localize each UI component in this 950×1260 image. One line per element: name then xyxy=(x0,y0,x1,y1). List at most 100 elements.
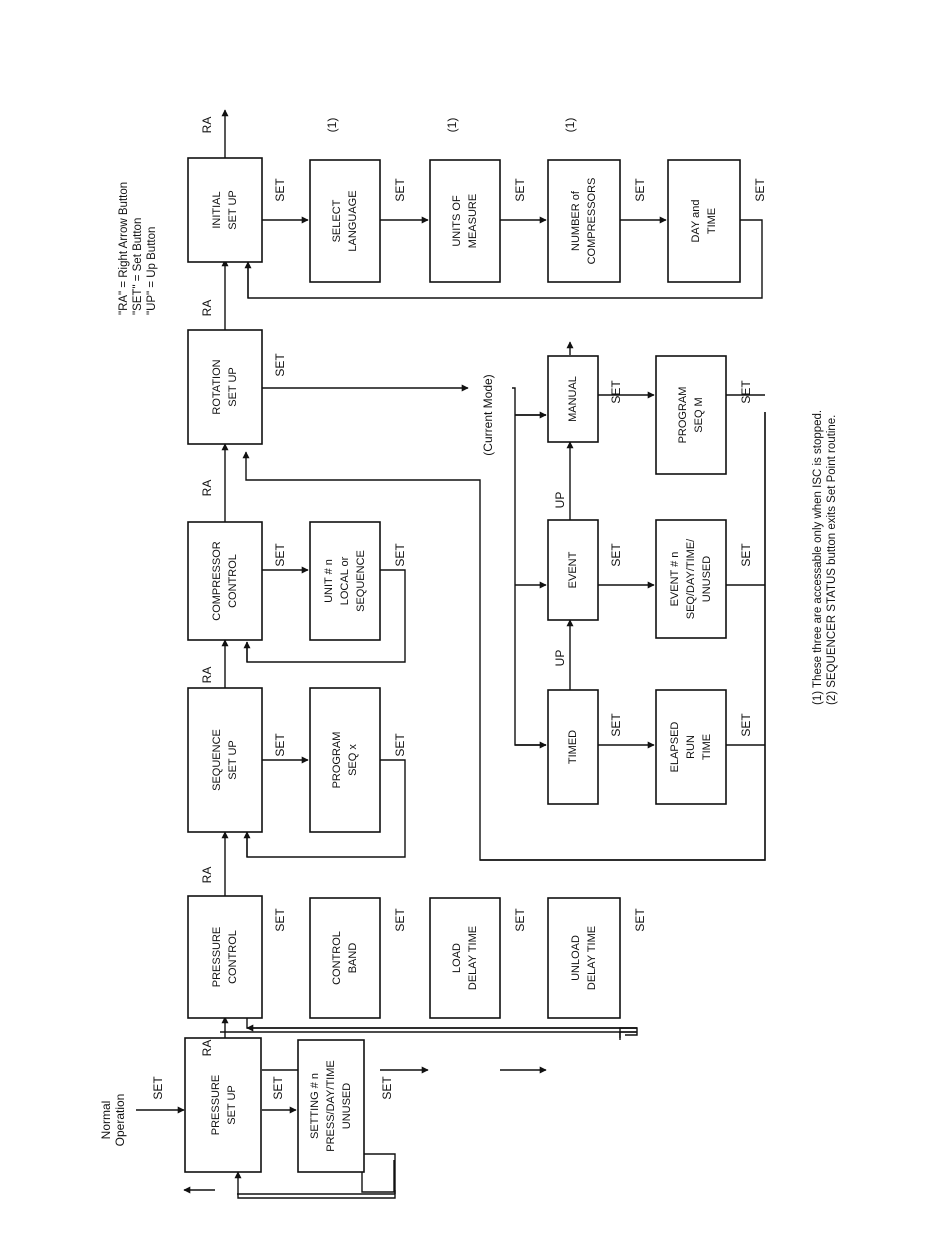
edge-setting-loop-a xyxy=(361,1160,395,1193)
box-program-seq-m: PROGRAM SEQ M xyxy=(655,355,727,475)
label-set-unit: SET xyxy=(393,543,407,567)
box-select-language-line2: LANGUAGE xyxy=(347,190,359,251)
box-unit-n: UNIT # n LOCAL or SEQUENCE xyxy=(309,521,381,641)
box-control-band-line1: CONTROL xyxy=(331,931,343,985)
box-elapsed-line1: ELAPSED xyxy=(669,722,681,773)
box-elapsed-line2: RUN xyxy=(685,735,697,759)
label-set-number: SET xyxy=(633,178,647,202)
box-initial-setup-line1: INITIAL xyxy=(211,191,223,228)
box-event-n-line3: UNUSED xyxy=(701,556,713,603)
label-set-event: SET xyxy=(609,543,623,567)
box-sequence-setup: SEQUENCE SET UP xyxy=(187,687,263,833)
rotated-diagram: PRESSURE SET UP SETTING # n PRESS/DAY/TI… xyxy=(99,109,838,1199)
label-set-elapsed: SET xyxy=(739,713,753,737)
box-load-delay: LOAD DELAY TIME xyxy=(429,897,501,1019)
box-units-line1: UNITS OF xyxy=(451,195,463,247)
label-set-cband: SET xyxy=(393,908,407,932)
box-day-and-time: DAY and TIME xyxy=(667,159,741,283)
label-set-timed: SET xyxy=(609,713,623,737)
start-label-line1: Normal xyxy=(99,1101,113,1140)
label-set-setting: SET xyxy=(271,1076,285,1100)
box-pressure-control-line2: CONTROL xyxy=(227,930,239,984)
box-initial-setup-line2: SET UP xyxy=(227,190,239,230)
label-set-lang: SET xyxy=(393,178,407,202)
box-setting-n-line1: SETTING # n xyxy=(309,1073,321,1139)
box-setting-n-line2: PRESS/DAY/TIME xyxy=(325,1060,337,1151)
box-event-n: EVENT # n SEQ/DAY/TIME/ UNUSED xyxy=(655,519,727,639)
label-set-manual: SET xyxy=(609,380,623,404)
footnotes: (1) These three are accessable only when… xyxy=(812,410,838,705)
connectors xyxy=(136,109,766,1199)
label-set-comp: SET xyxy=(273,543,287,567)
box-pressure-setup-line2: SET UP xyxy=(226,1085,238,1125)
box-unit-n-line3: SEQUENCE xyxy=(355,550,367,612)
label-set-pc: SET xyxy=(273,908,287,932)
box-pressure-control: PRESSURE CONTROL xyxy=(187,895,263,1019)
footnote-2: (2) SEQUENCER STATUS button exits Set Po… xyxy=(826,415,838,705)
box-unload-delay-line2: DELAY TIME xyxy=(586,926,598,990)
label-ra-3: RA xyxy=(200,667,214,684)
box-program-seq-m-line2: SEQ M xyxy=(693,397,705,432)
label-ra-1: RA xyxy=(200,1040,214,1057)
label-set-units: SET xyxy=(513,178,527,202)
box-timed-line1: TIMED xyxy=(567,730,579,764)
box-pressure-control-line1: PRESSURE xyxy=(211,927,223,988)
legend-line-ra: "RA" = Right Arrow Button xyxy=(118,182,130,315)
label-set-eventn: SET xyxy=(739,543,753,567)
label-set-unload: SET xyxy=(633,908,647,932)
label-set-rotation: SET xyxy=(273,353,287,377)
box-select-language-line1: SELECT xyxy=(331,199,343,242)
footnote-1: (1) These three are accessable only when… xyxy=(812,410,824,705)
label-note-lang: (1) xyxy=(325,118,339,133)
box-number-line2: COMPRESSORS xyxy=(586,178,598,265)
label-set-load: SET xyxy=(513,908,527,932)
box-program-seq-x: PROGRAM SEQ x xyxy=(309,687,381,833)
box-unit-n-line1: UNIT # n xyxy=(323,559,335,603)
label-set-setting-exit: SET xyxy=(380,1076,394,1100)
box-units-of-measure: UNITS OF MEASURE xyxy=(429,159,501,283)
box-rotation-setup: ROTATION SET UP xyxy=(187,329,263,445)
box-units-line2: MEASURE xyxy=(467,194,479,248)
label-ra-exit: RA xyxy=(200,117,214,134)
legend-line-set: "SET" = Set Button xyxy=(132,218,144,315)
legend-line-up: "UP" = Up Button xyxy=(146,227,158,315)
label-note-number: (1) xyxy=(563,118,577,133)
label-up-1: UP xyxy=(553,650,567,667)
box-sequence-setup-line1: SEQUENCE xyxy=(211,729,223,791)
label-up-2: UP xyxy=(553,492,567,509)
box-rotation-setup-line1: ROTATION xyxy=(211,359,223,414)
box-manual: MANUAL xyxy=(547,355,599,443)
box-program-seq-x-line1: PROGRAM xyxy=(331,732,343,789)
box-rotation-setup-line2: SET UP xyxy=(227,367,239,407)
box-pressure-setup: PRESSURE SET UP xyxy=(184,1037,262,1173)
label-set-program-x: SET xyxy=(393,733,407,757)
box-event-line1: EVENT xyxy=(567,551,579,588)
box-select-language: SELECT LANGUAGE xyxy=(309,159,381,283)
current-mode-label: (Current Mode) xyxy=(481,374,495,455)
start-label-line2: Operation xyxy=(113,1094,127,1147)
box-event: EVENT xyxy=(547,519,599,621)
label-set-initial: SET xyxy=(273,178,287,202)
label-note-units: (1) xyxy=(445,118,459,133)
box-unit-n-line2: LOCAL or xyxy=(339,556,351,605)
box-setting-n-line3: UNUSED xyxy=(341,1083,353,1130)
label-ra-4: RA xyxy=(200,480,214,497)
boxes: PRESSURE SET UP SETTING # n PRESS/DAY/TI… xyxy=(184,157,741,1173)
box-unload-delay: UNLOAD DELAY TIME xyxy=(547,897,621,1019)
box-control-band-line2: BAND xyxy=(347,943,359,974)
box-number-line1: NUMBER of xyxy=(570,190,582,251)
box-compressor-control: COMPRESSOR CONTROL xyxy=(187,521,263,641)
edge-labels: Normal Operation SET SET SET RA SET SET … xyxy=(99,117,767,1147)
box-pressure-setup-line1: PRESSURE xyxy=(210,1075,222,1136)
box-setting-n: SETTING # n PRESS/DAY/TIME UNUSED xyxy=(297,1039,365,1173)
box-initial-setup: INITIAL SET UP xyxy=(187,157,263,263)
box-number-of-compressors: NUMBER of COMPRESSORS xyxy=(547,159,621,283)
edge-rotation-return xyxy=(242,412,766,861)
box-elapsed-run-time: ELAPSED RUN TIME xyxy=(655,689,727,805)
box-sequence-setup-line2: SET UP xyxy=(227,740,239,780)
box-event-n-line2: SEQ/DAY/TIME/ xyxy=(685,538,697,619)
box-program-seq-x-line2: SEQ x xyxy=(347,744,359,776)
box-manual-line1: MANUAL xyxy=(567,376,579,422)
box-event-n-line1: EVENT # n xyxy=(669,552,681,607)
